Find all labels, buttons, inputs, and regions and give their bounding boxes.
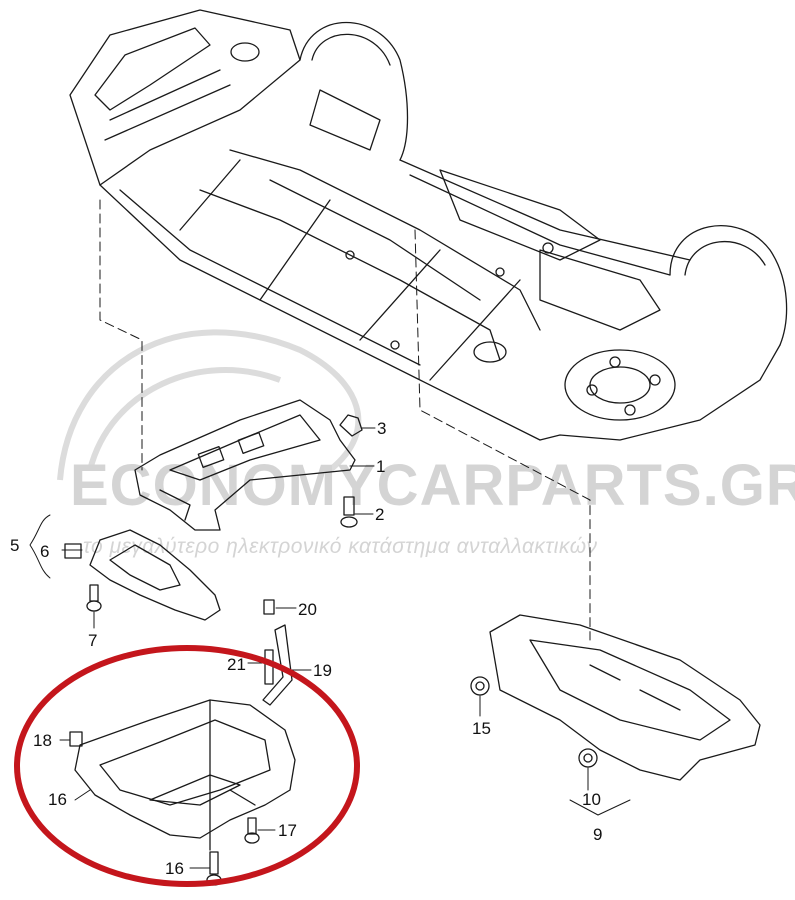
callout-leaders (29, 427, 631, 869)
callout-21: 21 (227, 655, 246, 674)
part-18-clip (69, 731, 83, 747)
callout-9: 10 (582, 790, 601, 809)
callout-15: 16 (48, 790, 67, 809)
part-2-screw (340, 496, 358, 528)
part-21-bolt (264, 649, 274, 685)
callout-7: 7 (88, 631, 98, 650)
callout-18: 18 (33, 731, 52, 750)
watermark-title: ECONOMYCARPARTS.GR (70, 453, 795, 518)
callout-8: 9 (593, 825, 603, 844)
part-7-screw (86, 584, 102, 612)
callout-6: 6 (40, 542, 50, 561)
callout-5: 5 (10, 536, 20, 555)
part-15-lower-shield (74, 699, 296, 851)
part-6-clip (64, 543, 82, 559)
callout-2: 2 (375, 505, 385, 524)
callout-1: 1 (376, 457, 386, 476)
callout-10: 15 (472, 719, 491, 738)
part-19-bracket (262, 624, 293, 706)
car-underbody (69, 9, 788, 441)
part-17-screw (244, 817, 260, 844)
watermark-subtitle: το μεγαλύτερο ηλεκτρονικό κατάστημα αντα… (83, 535, 598, 558)
part-8-rear-shield (489, 614, 761, 781)
part-9-nut (578, 748, 598, 768)
callout-20: 20 (298, 600, 317, 619)
callout-3: 3 (377, 419, 387, 438)
callout-16: 16 (165, 859, 184, 878)
part-10-nut (470, 676, 490, 696)
leader-lines (99, 199, 591, 641)
part-5-side-panel (89, 529, 221, 621)
callout-19: 19 (313, 661, 332, 680)
part-3-clip (339, 414, 363, 437)
highlight-ring (14, 645, 360, 887)
part-20-bolt (263, 599, 275, 615)
part-1-engine-shield (134, 399, 356, 531)
callout-17: 17 (278, 821, 297, 840)
